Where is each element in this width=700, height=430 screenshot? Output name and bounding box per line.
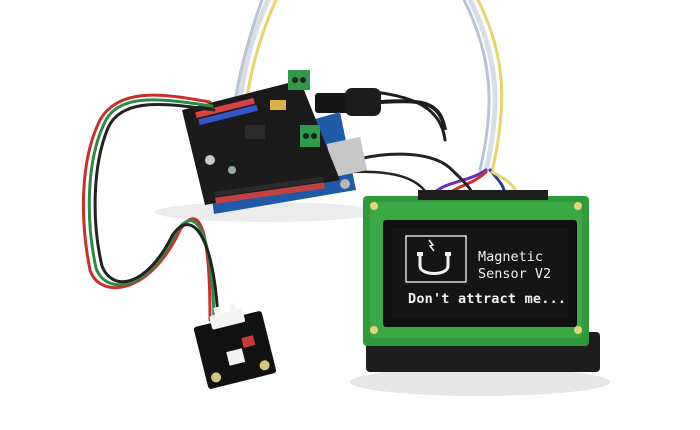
pin-headers [195, 97, 325, 204]
oled-header [418, 190, 548, 200]
oled-title-line2: Sensor V2 [478, 266, 552, 282]
terminal-block-top [288, 70, 310, 90]
oled-title-line1: Magnetic [478, 249, 544, 265]
oled-message: Don't attract me... [408, 291, 567, 307]
magnet-icon [417, 239, 451, 275]
oled-shadow [350, 368, 610, 396]
magnetic-sensor-module [193, 302, 277, 389]
plug-icon [315, 88, 447, 131]
terminal-block-mid [300, 125, 320, 147]
arduino-shadow [155, 202, 375, 222]
sensor-cable [81, 93, 220, 322]
oled-module [363, 190, 600, 372]
usb-port [326, 136, 368, 178]
oled-screen [392, 228, 568, 318]
sensor-connector [209, 308, 246, 330]
io-shield-board [182, 70, 340, 205]
